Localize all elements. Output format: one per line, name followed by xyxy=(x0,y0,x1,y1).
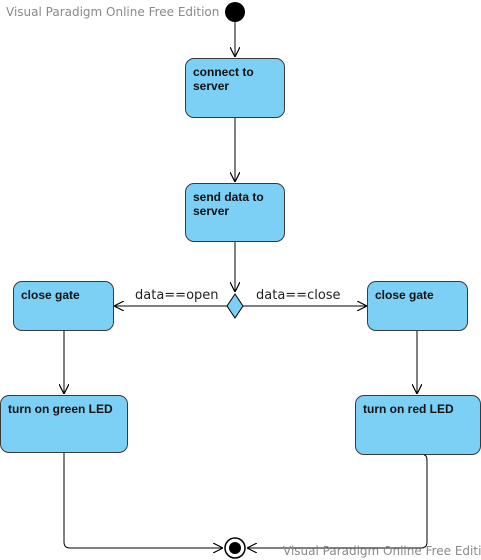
state-turn-on-green-led[interactable]: turn on green LED xyxy=(0,395,128,453)
state-send-data-to-server[interactable]: send data to server xyxy=(185,183,285,242)
state-turn-on-red-led[interactable]: turn on red LED xyxy=(355,395,481,455)
state-close-gate-left[interactable]: close gate xyxy=(13,281,114,331)
watermark-bottom: Visual Paradigm Online Free Edition xyxy=(283,544,481,558)
state-label: close gate xyxy=(375,288,434,302)
final-node-core xyxy=(229,542,241,554)
initial-node[interactable] xyxy=(225,2,245,22)
state-label: turn on green LED xyxy=(8,402,113,416)
flow-green-to-final xyxy=(63,453,223,548)
state-label: close gate xyxy=(21,288,80,302)
flow-red-to-final xyxy=(247,454,428,548)
state-close-gate-right[interactable]: close gate xyxy=(367,281,468,331)
state-label: connect to server xyxy=(193,65,254,93)
guard-data-close: data==close xyxy=(256,288,341,303)
state-connect-to-server[interactable]: connect to server xyxy=(185,58,285,118)
state-label: send data to server xyxy=(193,190,264,218)
guard-data-open: data==open xyxy=(135,288,219,303)
state-label: turn on red LED xyxy=(363,402,454,416)
decision-node[interactable] xyxy=(226,293,244,319)
watermark-top: Visual Paradigm Online Free Edition xyxy=(6,5,220,19)
